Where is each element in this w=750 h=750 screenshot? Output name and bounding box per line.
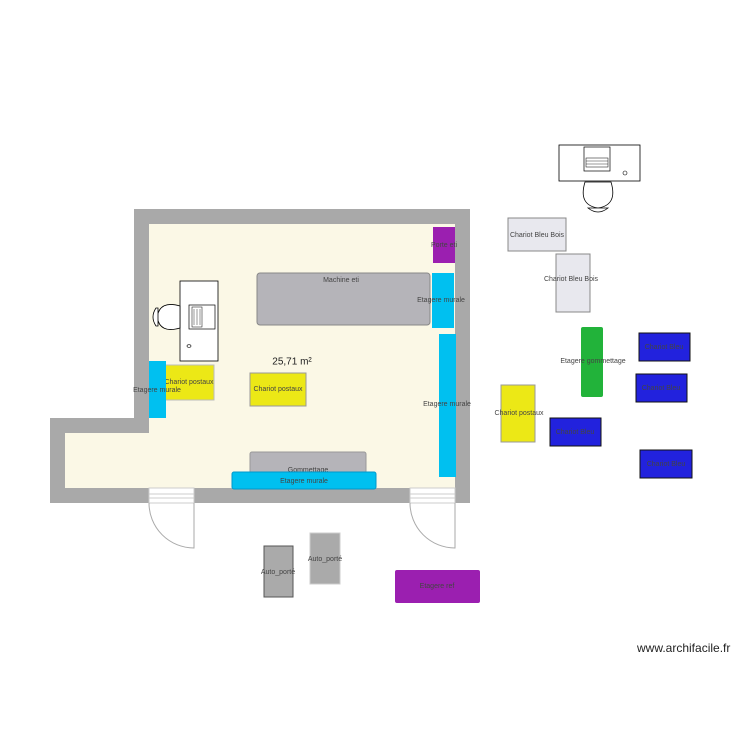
chariot-bleu-bois-label: Chariot Bleu Bois bbox=[510, 232, 565, 239]
mouse-icon bbox=[622, 170, 628, 176]
chariot-postaux-label: Chariot postaux bbox=[494, 410, 544, 417]
watermark: www.archifacile.fr bbox=[637, 641, 731, 655]
room-floor bbox=[65, 224, 455, 488]
chariot-postaux-label: Chariot postaux bbox=[253, 386, 303, 393]
gommettage-label: Gommettage bbox=[288, 467, 329, 474]
area-label: 25,71 m² bbox=[272, 357, 312, 368]
chariot-bleu-bois-2[interactable]: Chariot Bleu Bois bbox=[544, 253, 599, 313]
computer-icon bbox=[188, 304, 216, 330]
porte-eti-label: Porte eti bbox=[431, 242, 458, 249]
machine-eti[interactable]: Machine eti bbox=[256, 272, 431, 326]
etagere-murale-3[interactable]: Etagere murale bbox=[133, 361, 181, 418]
etagere-murale-label: Etagere murale bbox=[280, 478, 328, 485]
chariot-bleu-label: Chariot Bleu bbox=[556, 429, 595, 436]
etagere-murale-1[interactable]: Etagere murale bbox=[417, 273, 465, 328]
etagere-murale-label: Etagere murale bbox=[133, 387, 181, 394]
etagere-murale-label: Etagere murale bbox=[417, 297, 465, 304]
etagere-murale-2[interactable]: Etagere murale bbox=[423, 334, 471, 477]
etagere-gommettage-label: Etagere gommettage bbox=[560, 358, 625, 365]
etagere-gommettage[interactable]: Etagere gommettage bbox=[560, 327, 626, 397]
etagere-murale-4[interactable]: Etagere murale bbox=[231, 471, 377, 490]
chariot-bleu-bois-1[interactable]: Chariot Bleu Bois bbox=[507, 217, 567, 252]
auto-porte-label: Auto_porté bbox=[308, 556, 342, 563]
auto-porte-label: Auto_porté bbox=[261, 569, 295, 576]
chariot-bleu-label: Chariot Bleu bbox=[647, 461, 686, 468]
mouse-icon bbox=[186, 344, 192, 348]
door-left[interactable] bbox=[148, 487, 195, 549]
etagere-ref[interactable]: Etagere ref bbox=[395, 570, 480, 603]
machine-eti-label: Machine eti bbox=[323, 277, 359, 284]
chariot-bleu-4[interactable]: Chariot Bleu bbox=[639, 449, 693, 479]
chariot-bleu-label: Chariot Bleu bbox=[642, 385, 681, 392]
porte-eti[interactable]: Porte eti bbox=[431, 227, 458, 263]
chariot-postaux-3[interactable]: Chariot postaux bbox=[494, 384, 544, 443]
chariot-postaux-1[interactable]: Chariot postaux bbox=[164, 364, 215, 401]
chariot-bleu-1[interactable]: Chariot Bleu bbox=[638, 332, 691, 362]
chariot-bleu-3[interactable]: Chariot Bleu bbox=[549, 417, 602, 447]
desk-left[interactable] bbox=[179, 280, 219, 362]
auto-porte-2[interactable]: Auto_porté bbox=[308, 532, 342, 585]
etagere-ref-label: Etagere ref bbox=[420, 583, 455, 590]
desk-right[interactable] bbox=[558, 144, 641, 182]
etagere-murale-label: Etagere murale bbox=[423, 401, 471, 408]
computer-icon bbox=[583, 146, 611, 172]
door-right[interactable] bbox=[409, 487, 456, 549]
chair-right-icon[interactable] bbox=[582, 181, 614, 213]
chair-left-icon[interactable] bbox=[152, 304, 181, 330]
chariot-postaux-label: Chariot postaux bbox=[164, 379, 214, 386]
chariot-bleu-label: Chariot Bleu bbox=[645, 344, 684, 351]
chariot-bleu-2[interactable]: Chariot Bleu bbox=[635, 373, 688, 403]
chariot-bleu-bois-label: Chariot Bleu Bois bbox=[544, 276, 599, 283]
chariot-postaux-2[interactable]: Chariot postaux bbox=[249, 372, 307, 407]
auto-porte-1[interactable]: Auto_porté bbox=[261, 545, 295, 598]
